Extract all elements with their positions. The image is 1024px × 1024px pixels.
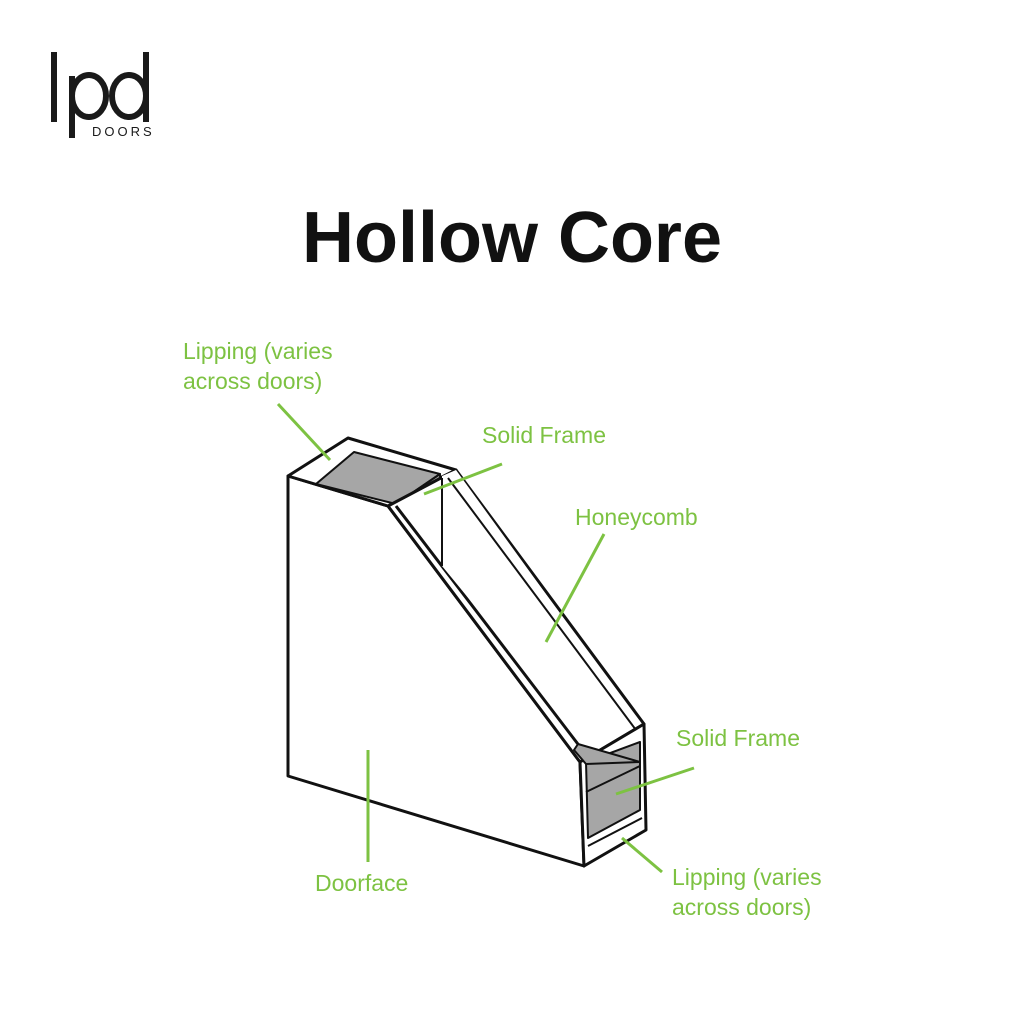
label-honeycomb: Honeycomb — [575, 504, 698, 530]
label-solid-frame-top: Solid Frame — [482, 422, 606, 448]
label-lipping-bottom: Lipping (varies across doors) — [672, 862, 822, 922]
leader-lipping-top — [276, 402, 332, 462]
label-lipping-bottom-line2: across doors) — [672, 894, 812, 920]
logo-subtext: DOORS — [92, 124, 155, 139]
honeycomb-inner-line — [447, 477, 637, 731]
label-doorface: Doorface — [315, 870, 409, 896]
page-title: Hollow Core — [301, 198, 722, 278]
lipping-bottom-line — [587, 817, 643, 847]
leader-lines — [276, 402, 695, 874]
label-lipping-top-line1: Lipping (varies — [183, 338, 333, 364]
label-lipping-top-line2: across doors) — [183, 368, 323, 394]
brand-logo: DOORS — [44, 40, 184, 140]
lpd-logo-mark: DOORS — [51, 52, 155, 139]
solid-frame-bottom-top — [573, 743, 641, 765]
honeycomb-area — [442, 470, 640, 746]
label-lipping-bottom-line1: Lipping (varies — [672, 864, 822, 890]
solid-frame-bottom — [585, 741, 641, 839]
label-lipping-top: Lipping (varies across doors) — [183, 336, 333, 396]
leader-honeycomb — [544, 533, 606, 643]
label-solid-frame-bottom: Solid Frame — [676, 725, 800, 751]
leader-solid-frame-top — [423, 462, 503, 496]
leader-solid-frame-bottom — [615, 766, 695, 796]
solid-frame-bottom-divider — [585, 765, 641, 793]
door-edge-inner-line — [394, 505, 586, 753]
leader-lipping-bottom — [621, 836, 663, 874]
